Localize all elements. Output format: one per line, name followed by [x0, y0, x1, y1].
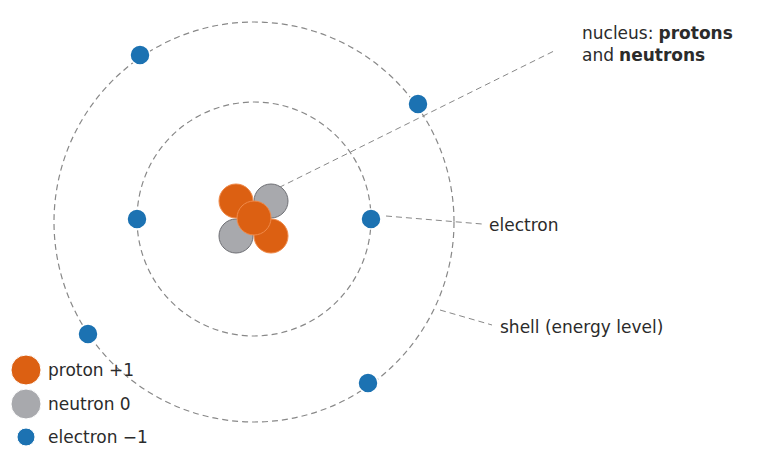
- nucleus-label-word: nucleus:: [582, 23, 653, 43]
- nucleus-label-word: neutrons: [619, 45, 705, 65]
- proton: [237, 201, 271, 235]
- callout-label: electron: [489, 214, 558, 236]
- legend-swatch: [17, 428, 35, 446]
- electron-dot: [408, 94, 428, 114]
- electron-dot: [130, 45, 150, 65]
- electron-dot: [358, 373, 378, 393]
- legend-text: electron −1: [48, 426, 148, 448]
- leader-line: [270, 50, 556, 192]
- leader-line: [386, 216, 482, 224]
- nucleus-label-word: protons: [659, 23, 733, 43]
- electrons: [78, 45, 428, 393]
- electron-dot: [127, 209, 147, 229]
- nucleus: [219, 184, 288, 253]
- legend-swatch-box: [9, 387, 43, 421]
- legend-swatch-box: [9, 353, 43, 387]
- legend-swatch: [11, 355, 41, 385]
- inner-shell: [137, 102, 371, 336]
- legend-swatch: [11, 389, 41, 419]
- label-line: nucleus: protons: [582, 22, 738, 44]
- nucleus-label: nucleus:protonsandneutrons: [582, 22, 738, 66]
- legend-text: neutron 0: [48, 393, 131, 415]
- label-line: andneutrons: [582, 44, 738, 66]
- legend-swatch-box: [9, 420, 43, 454]
- electron-dot: [78, 324, 98, 344]
- electron-dot: [361, 209, 381, 229]
- nucleus-label-word: and: [582, 45, 614, 65]
- callout-label: shell (energy level): [500, 316, 663, 338]
- legend-text: proton +1: [48, 359, 134, 381]
- leader-line: [440, 310, 492, 325]
